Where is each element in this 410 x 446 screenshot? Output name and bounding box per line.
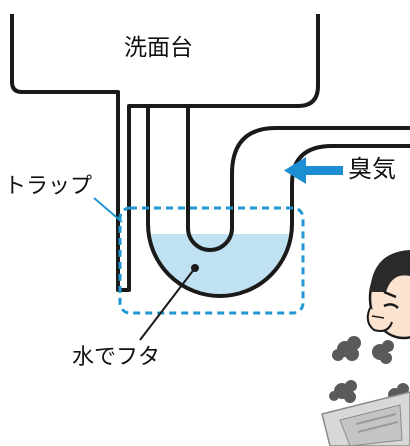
water-leader-dot xyxy=(191,264,199,272)
trap-water xyxy=(150,224,290,294)
trap-leader-line xyxy=(93,197,123,223)
water-seal-label: 水でフタ xyxy=(72,345,161,370)
floor-drain-icon xyxy=(321,391,410,446)
trap-region-box xyxy=(118,206,305,315)
sink-basin xyxy=(10,14,320,292)
odor-label: 臭気 xyxy=(348,155,396,183)
water-leader-line xyxy=(139,267,196,341)
trap-pipe-inner xyxy=(186,108,410,252)
sink-label: 洗面台 xyxy=(124,35,193,61)
trap-label: トラップ xyxy=(4,174,93,199)
person-smelling-icon xyxy=(366,250,410,340)
arrow-left-icon xyxy=(284,157,343,184)
